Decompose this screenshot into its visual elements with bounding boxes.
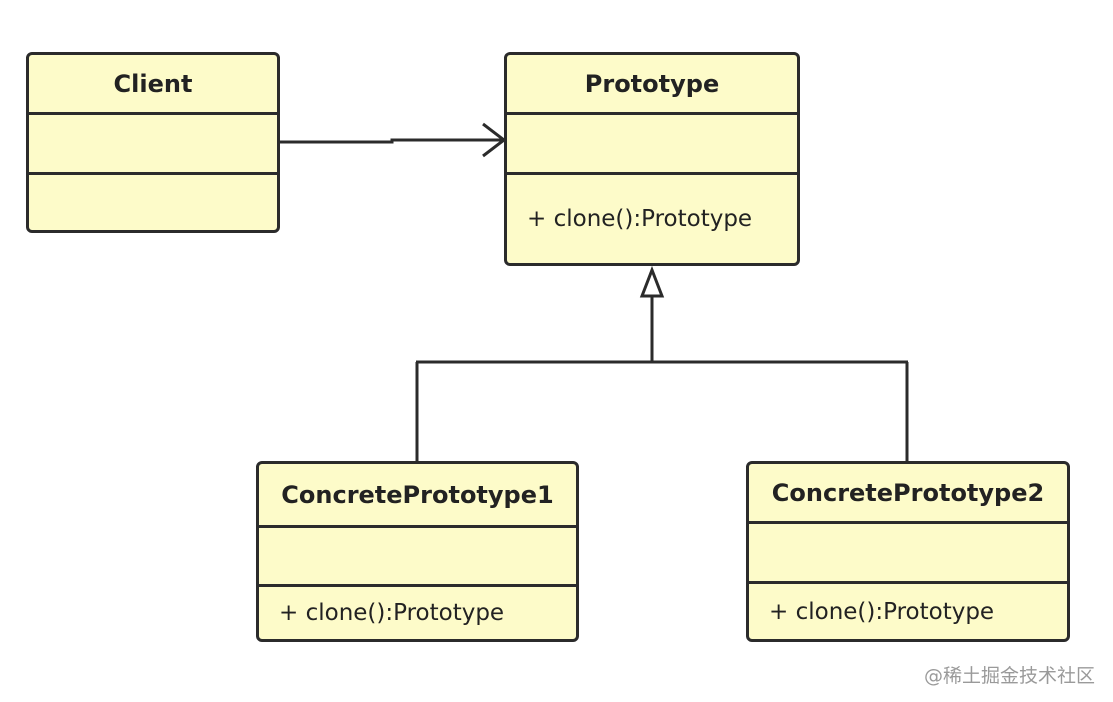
prototype-class-name: Prototype [507, 55, 797, 115]
client-operations-section [29, 175, 277, 230]
concrete-prototype-1-class[interactable]: ConcretePrototype1 + clone():Prototype [256, 461, 579, 642]
prototype-attributes-section [507, 115, 797, 175]
concrete-prototype-1-class-name: ConcretePrototype1 [259, 464, 576, 528]
concrete-prototype-1-clone-operation: + clone():Prototype [279, 600, 505, 626]
watermark: @稀土掘金技术社区 [923, 665, 1095, 687]
prototype-clone-operation: + clone():Prototype [527, 206, 753, 232]
prototype-class[interactable]: Prototype + clone():Prototype [504, 52, 800, 266]
concrete-prototype-2-class[interactable]: ConcretePrototype2 + clone():Prototype [746, 461, 1070, 642]
generalization-triangle [639, 265, 665, 298]
concrete-prototype-2-class-name: ConcretePrototype2 [749, 464, 1067, 524]
concrete-prototype-1-attributes-section [259, 528, 576, 587]
client-class[interactable]: Client [26, 52, 280, 233]
client-class-name: Client [29, 55, 277, 115]
client-attributes-section [29, 115, 277, 175]
association-line [279, 138, 505, 144]
concrete-prototype-2-clone-operation: + clone():Prototype [769, 598, 995, 625]
concrete-prototype-2-attributes-section [749, 524, 1067, 584]
